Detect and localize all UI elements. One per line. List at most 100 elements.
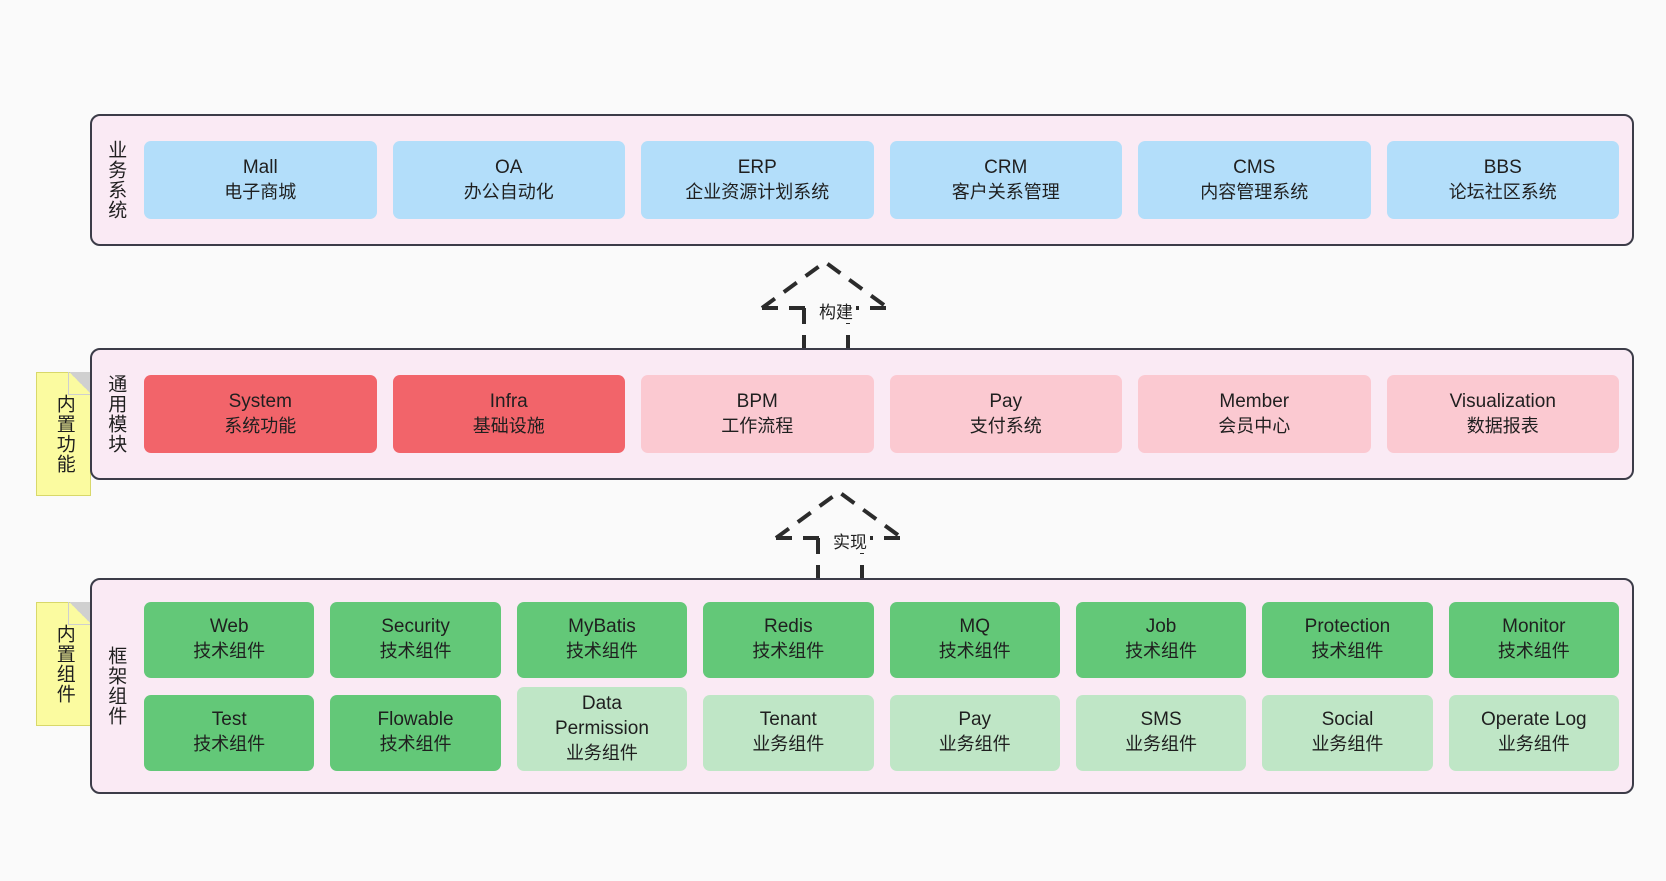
node-redis[interactable]: Redis 技术组件 — [703, 601, 874, 678]
node-title: Job — [1145, 616, 1177, 638]
node-subtitle: 业务组件 — [938, 734, 1011, 755]
node-title: MQ — [959, 616, 990, 638]
node-monitor[interactable]: Monitor 技术组件 — [1448, 601, 1619, 678]
node-subtitle: 技术组件 — [565, 641, 638, 662]
node-web[interactable]: Web 技术组件 — [144, 601, 315, 678]
note-text: 内置功能 — [53, 394, 75, 474]
layer-row: Web 技术组件 Security 技术组件 MyBatis 技术组件 Redi… — [144, 601, 1619, 678]
node-job[interactable]: Job 技术组件 — [1075, 601, 1247, 678]
node-member[interactable]: Member 会员中心 — [1138, 375, 1371, 453]
node-title: Mall — [242, 156, 278, 178]
node-subtitle: 企业资源计划系统 — [685, 181, 830, 202]
node-subtitle: 电子商城 — [224, 181, 297, 202]
node-flowable[interactable]: Flowable 技术组件 — [330, 694, 501, 771]
node-subtitle: 技术组件 — [1125, 641, 1198, 662]
layer-row: Test 技术组件 Flowable 技术组件 Data Permission … — [144, 686, 1619, 771]
node-title: BBS — [1483, 156, 1522, 178]
node-subtitle: 业务组件 — [1311, 734, 1384, 755]
node-title: SMS — [1140, 709, 1182, 731]
node-subtitle: 技术组件 — [193, 734, 266, 755]
layer-framework-component: 框架组件 Web 技术组件 Security 技术组件 MyBatis 技术组件… — [90, 578, 1634, 794]
node-title: Redis — [764, 616, 813, 638]
layer-business-system: 业务系统 Mall 电子商城 OA 办公自动化 ERP 企业资源计划系统 CRM… — [90, 114, 1634, 246]
layer-body-general-module: System 系统功能 Infra 基础设施 BPM 工作流程 Pay 支付系统… — [138, 350, 1632, 478]
node-subtitle: 客户关系管理 — [951, 181, 1060, 202]
node-title: Security — [381, 616, 450, 638]
node-oa[interactable]: OA 办公自动化 — [392, 141, 625, 219]
node-test[interactable]: Test 技术组件 — [144, 694, 315, 771]
node-subtitle: 业务组件 — [565, 742, 638, 763]
node-bbs[interactable]: BBS 论坛社区系统 — [1386, 141, 1619, 219]
node-subtitle: 会员中心 — [1218, 415, 1291, 436]
node-subtitle: 内容管理系统 — [1200, 181, 1309, 202]
node-title: Web — [209, 616, 249, 638]
node-subtitle: 业务组件 — [752, 734, 825, 755]
node-subtitle: 办公自动化 — [463, 181, 554, 202]
connector-implement-label: 实现 — [830, 528, 870, 553]
node-erp[interactable]: ERP 企业资源计划系统 — [641, 141, 874, 219]
layer-body-business-system: Mall 电子商城 OA 办公自动化 ERP 企业资源计划系统 CRM 客户关系… — [138, 116, 1632, 244]
node-subtitle: 技术组件 — [1311, 641, 1384, 662]
node-title: System — [228, 390, 292, 412]
node-infra[interactable]: Infra 基础设施 — [392, 375, 625, 453]
node-data-permission[interactable]: Data Permission 业务组件 — [516, 686, 688, 771]
node-subtitle: 业务组件 — [1497, 734, 1570, 755]
node-mybatis[interactable]: MyBatis 技术组件 — [516, 601, 688, 678]
node-bpm[interactable]: BPM 工作流程 — [641, 375, 874, 453]
node-title: Tenant — [759, 709, 817, 731]
node-pay-module[interactable]: Pay 支付系统 — [889, 375, 1122, 453]
node-subtitle: 基础设施 — [472, 415, 545, 436]
node-subtitle: 工作流程 — [721, 415, 794, 436]
node-operate-log[interactable]: Operate Log 业务组件 — [1448, 694, 1619, 771]
node-title: Infra — [489, 390, 528, 412]
node-sms[interactable]: SMS 业务组件 — [1075, 694, 1247, 771]
node-tenant[interactable]: Tenant 业务组件 — [703, 694, 874, 771]
node-mq[interactable]: MQ 技术组件 — [889, 601, 1060, 678]
node-title: CRM — [984, 156, 1028, 178]
note-builtin-functions: 内置功能 — [36, 372, 91, 496]
node-title: Data Permission — [554, 693, 649, 739]
connector-implement-arrow: 实现 — [770, 488, 916, 580]
layer-title-general-module: 通用模块 — [105, 374, 127, 454]
node-subtitle: 技术组件 — [193, 641, 266, 662]
node-subtitle: 技术组件 — [379, 641, 452, 662]
node-title: Visualization — [1449, 390, 1556, 412]
layer-row: Mall 电子商城 OA 办公自动化 ERP 企业资源计划系统 CRM 客户关系… — [144, 141, 1619, 219]
node-title: MyBatis — [568, 616, 636, 638]
layer-title-framework-component: 框架组件 — [105, 646, 127, 726]
node-title: Protection — [1304, 616, 1391, 638]
layer-row: System 系统功能 Infra 基础设施 BPM 工作流程 Pay 支付系统… — [144, 375, 1619, 453]
node-social[interactable]: Social 业务组件 — [1262, 694, 1433, 771]
layer-general-module: 通用模块 System 系统功能 Infra 基础设施 BPM 工作流程 Pay… — [90, 348, 1634, 480]
node-subtitle: 技术组件 — [938, 641, 1011, 662]
node-system[interactable]: System 系统功能 — [144, 375, 377, 453]
node-crm[interactable]: CRM 客户关系管理 — [889, 141, 1122, 219]
node-subtitle: 业务组件 — [1125, 734, 1198, 755]
node-protection[interactable]: Protection 技术组件 — [1262, 601, 1433, 678]
node-visualization[interactable]: Visualization 数据报表 — [1386, 375, 1619, 453]
connector-build-label: 构建 — [816, 298, 856, 323]
node-title: Pay — [989, 390, 1023, 412]
node-title: OA — [495, 156, 523, 178]
node-subtitle: 论坛社区系统 — [1448, 181, 1557, 202]
node-title: BPM — [736, 390, 778, 412]
node-subtitle: 技术组件 — [752, 641, 825, 662]
node-title: CMS — [1233, 156, 1276, 178]
node-subtitle: 系统功能 — [224, 415, 297, 436]
node-title: Pay — [958, 709, 992, 731]
node-title: Member — [1219, 390, 1290, 412]
layer-title-business-system: 业务系统 — [105, 140, 127, 220]
node-title: Monitor — [1502, 616, 1566, 638]
node-mall[interactable]: Mall 电子商城 — [144, 141, 377, 219]
node-title: ERP — [737, 156, 777, 178]
note-builtin-components: 内置组件 — [36, 602, 91, 726]
node-subtitle: 技术组件 — [1497, 641, 1570, 662]
node-subtitle: 支付系统 — [969, 415, 1042, 436]
node-security[interactable]: Security 技术组件 — [330, 601, 501, 678]
node-title: Social — [1321, 709, 1374, 731]
connector-build-arrow: 构建 — [756, 258, 902, 350]
node-pay-component[interactable]: Pay 业务组件 — [889, 694, 1060, 771]
node-cms[interactable]: CMS 内容管理系统 — [1138, 141, 1371, 219]
node-title: Flowable — [377, 709, 454, 731]
